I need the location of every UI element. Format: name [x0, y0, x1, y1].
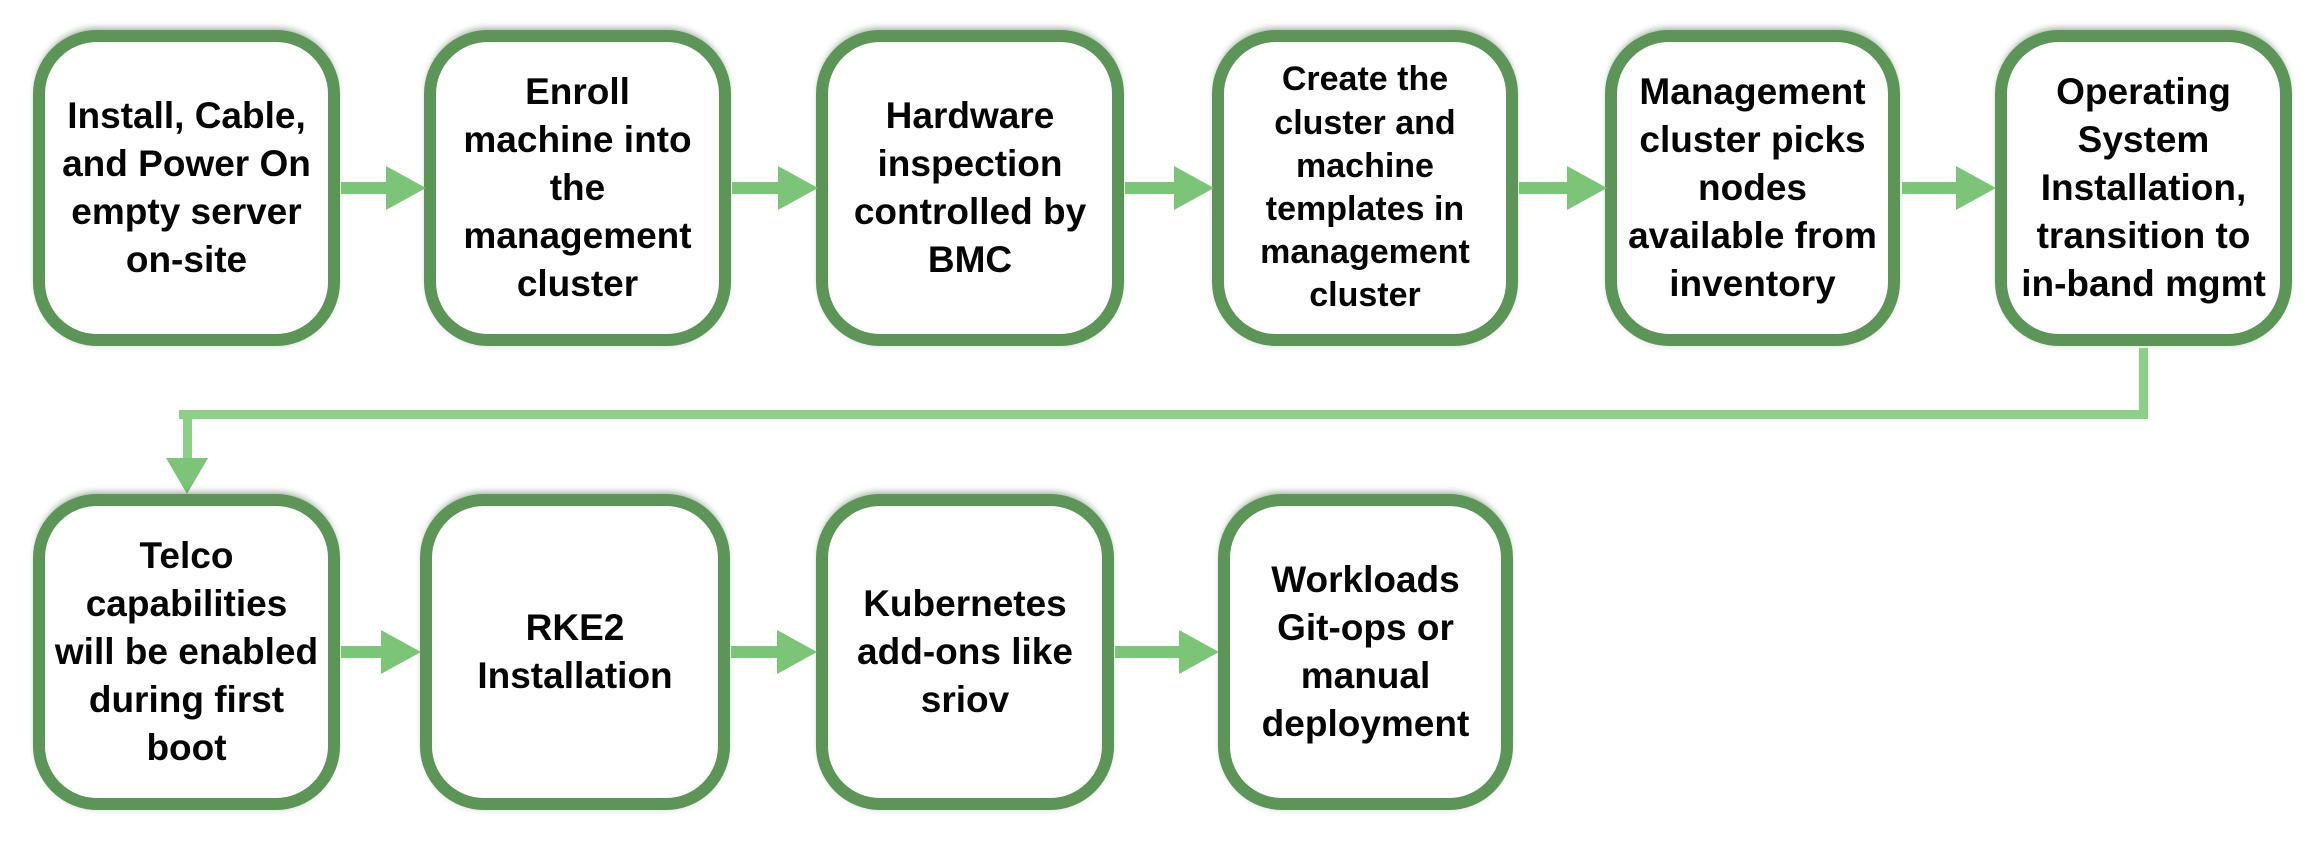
- flow-step-kubernetes-addons: Kubernetes add-ons like sriov: [816, 494, 1114, 810]
- flow-step-create-cluster-templates: Create the cluster and machine templates…: [1212, 30, 1518, 346]
- arrow-right-icon: [341, 630, 421, 674]
- flow-step-enroll-machine: Enroll machine into the management clust…: [424, 30, 731, 346]
- flow-step-os-installation: Operating System Installation, transitio…: [1995, 30, 2292, 346]
- flow-step-rke2-installation: RKE2 Installation: [420, 494, 730, 810]
- flow-step-telco-capabilities: Telco capabilities will be enabled durin…: [33, 494, 340, 810]
- flow-step-label: Install, Cable, and Power On empty serve…: [62, 94, 311, 281]
- flow-step-label: Enroll machine into the management clust…: [463, 70, 692, 305]
- flow-step-label: Operating System Installation, transitio…: [2021, 70, 2266, 305]
- arrow-right-icon: [1115, 630, 1219, 674]
- flow-step-workloads-deployment: Workloads Git-ops or manual deployment: [1218, 494, 1513, 810]
- flow-step-label: Telco capabilities will be enabled durin…: [54, 534, 319, 769]
- arrow-right-icon: [1519, 166, 1607, 210]
- flow-step-install-cable-power: Install, Cable, and Power On empty serve…: [33, 30, 340, 346]
- connector-vertical-segment: [2139, 348, 2148, 414]
- flow-step-label: Create the cluster and machine templates…: [1260, 60, 1470, 315]
- arrow-right-icon: [732, 166, 818, 210]
- arrow-down-icon: [166, 458, 208, 494]
- flow-step-label: RKE2 Installation: [477, 606, 673, 696]
- connector-horizontal-segment: [179, 410, 2148, 419]
- flow-step-label: Hardware inspection controlled by BMC: [853, 94, 1087, 281]
- flow-step-label: Management cluster picks nodes available…: [1628, 70, 1877, 305]
- connector-vertical-segment: [183, 413, 192, 460]
- arrow-right-icon: [731, 630, 817, 674]
- flow-step-label: Kubernetes add-ons like sriov: [857, 582, 1073, 721]
- flow-step-cluster-picks-nodes: Management cluster picks nodes available…: [1605, 30, 1900, 346]
- arrow-right-icon: [1125, 166, 1214, 210]
- arrow-right-icon: [341, 166, 426, 210]
- flow-step-label: Workloads Git-ops or manual deployment: [1261, 558, 1470, 745]
- flow-step-hardware-inspection: Hardware inspection controlled by BMC: [816, 30, 1124, 346]
- arrow-right-icon: [1902, 166, 1996, 210]
